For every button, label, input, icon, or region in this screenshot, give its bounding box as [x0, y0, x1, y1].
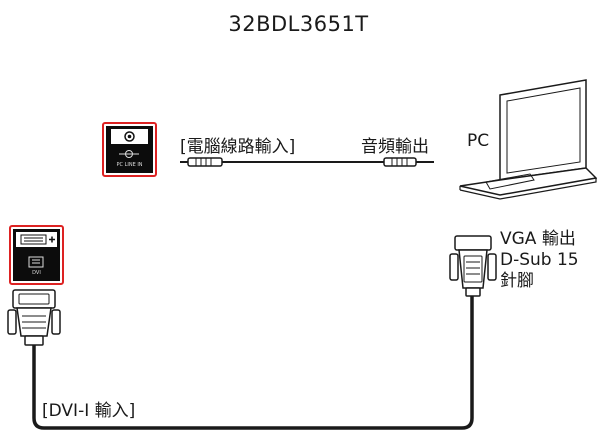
laptop-icon	[459, 79, 597, 200]
dvi-in-port: DVI	[9, 225, 64, 285]
diagram-title: 32BDL3651T	[228, 12, 369, 36]
audio-cable	[180, 157, 434, 167]
dvi-caption: DVI	[32, 270, 41, 276]
vga-connector-icon	[449, 235, 497, 297]
vga-output-label: VGA 輸出 D-Sub 15 針腳	[500, 229, 579, 292]
vga-label-line3: 針腳	[500, 271, 534, 291]
audio-output-label: 音頻輸出	[361, 137, 429, 157]
vga-label-line1: VGA 輸出	[500, 229, 576, 249]
vga-label-line2: D-Sub 15	[500, 250, 579, 270]
dvi-port-icon	[16, 232, 57, 268]
dvi-connector-icon	[7, 289, 61, 346]
dvi-input-label: [DVI-I 輸入]	[42, 401, 136, 421]
vga-dvi-cable	[32, 296, 474, 430]
audio-jack-icon	[111, 129, 148, 158]
pc-label: PC	[467, 131, 490, 151]
pc-line-in-port: PC LINE IN	[102, 122, 157, 177]
audio-input-label: [電腦線路輸入]	[180, 137, 296, 157]
pc-line-in-caption: PC LINE IN	[116, 162, 143, 168]
